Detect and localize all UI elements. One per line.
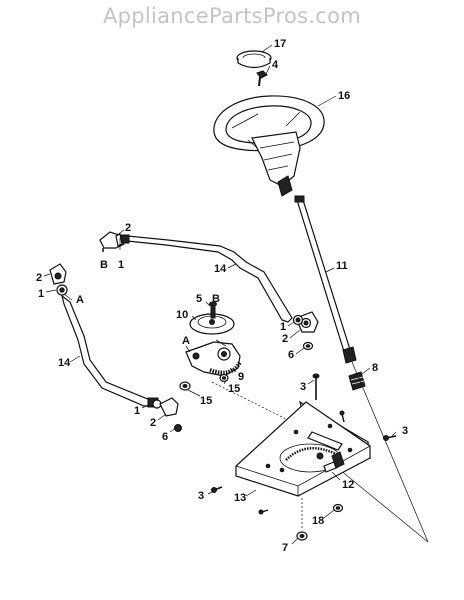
callout-18: 18 — [312, 515, 324, 527]
callout-11: 11 — [336, 260, 348, 272]
leader-lines — [43, 44, 397, 545]
callout-B-upper: B — [100, 259, 108, 271]
callout-15-left: 15 — [200, 395, 212, 407]
callout-14-upper: 14 — [214, 263, 227, 275]
callout-15-right: 15 — [228, 383, 240, 395]
callout-3-top: 3 — [300, 381, 306, 393]
nut-15-right[interactable] — [219, 373, 229, 383]
callout-B-pin: B — [212, 293, 220, 305]
nut-6-right[interactable] — [302, 341, 314, 351]
callout-16: 16 — [338, 90, 350, 102]
callout-6-lower: 6 — [162, 431, 168, 443]
callout-9: 9 — [238, 371, 244, 383]
pivot-pin[interactable] — [209, 301, 217, 319]
callout-5: 5 — [196, 293, 202, 305]
callout-2-upper: 2 — [125, 222, 131, 234]
callout-8: 8 — [372, 362, 378, 374]
callout-10: 10 — [176, 309, 188, 321]
callout-13: 13 — [234, 492, 246, 504]
callout-3-left: 3 — [198, 490, 204, 502]
callout-17: 17 — [274, 38, 286, 50]
callouts: 17 4 16 11 8 2 B 1 2 1 A 14 14 5 B 10 1 … — [36, 38, 408, 554]
bolt-3-right[interactable] — [383, 435, 397, 441]
tie-rod-left[interactable] — [49, 263, 182, 432]
jam-nut-upper[interactable] — [115, 233, 123, 250]
steering-wheel-cap[interactable] — [236, 50, 272, 69]
bolt-3-top[interactable] — [312, 373, 320, 400]
callout-1-right: 1 — [280, 321, 286, 333]
screw-plate-bottom[interactable] — [258, 509, 269, 515]
steering-shaft[interactable] — [294, 195, 357, 364]
screw-plate-top[interactable] — [339, 410, 345, 423]
callout-7: 7 — [282, 542, 288, 554]
watermark: AppliancePartsPros.com — [102, 4, 362, 28]
callout-2-left: 2 — [36, 272, 42, 284]
callout-1-lower: 1 — [134, 405, 140, 417]
callout-2-lower: 2 — [150, 417, 156, 429]
sector-gear[interactable] — [185, 339, 242, 377]
callout-A-gear: A — [182, 335, 190, 347]
steering-washer[interactable] — [189, 313, 235, 335]
callout-14-left: 14 — [58, 357, 71, 369]
bolt-3-left[interactable] — [211, 486, 223, 493]
steering-wheel[interactable] — [213, 95, 325, 197]
nut-15-left[interactable] — [179, 381, 191, 391]
callout-1-left: 1 — [38, 288, 44, 300]
nut-7[interactable] — [296, 498, 308, 541]
callout-1-upper: 1 — [118, 259, 124, 271]
nut-1-right[interactable] — [292, 314, 304, 326]
callout-4: 4 — [272, 59, 279, 71]
callout-6-right: 6 — [288, 349, 294, 361]
callout-A-left: A — [76, 294, 84, 306]
callout-3-right: 3 — [402, 425, 408, 437]
wheel-bolt[interactable] — [256, 70, 268, 87]
steering-bracket-plate[interactable] — [235, 400, 371, 497]
callout-2-right: 2 — [282, 333, 288, 345]
nut-18[interactable] — [332, 503, 344, 513]
callout-12: 12 — [342, 479, 354, 491]
